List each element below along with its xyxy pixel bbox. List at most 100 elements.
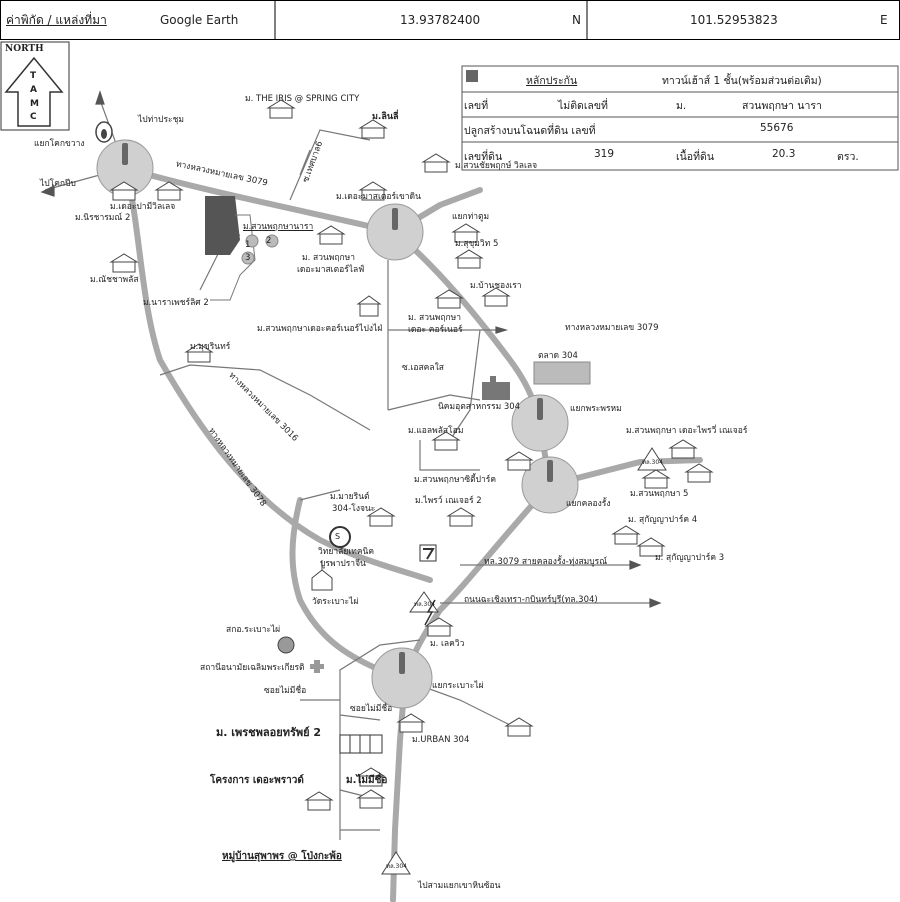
marker-3-icon [241,251,255,265]
label-wat: วัดระเบาะไผ่ [312,597,359,607]
label-suan-master-a: ม. สวนพฤกษา [302,253,356,263]
label-jct-khokkhwang: แยกโคกขวาง [34,139,85,149]
label-sukhumvit5: ม.สุขุมวิท 5 [455,239,499,249]
house-icon [304,791,334,811]
house-icon [366,507,396,527]
info-type: ทาวน์เฮ้าส์ 1 ชั้น(พร้อมส่วนต่อเติม) [662,75,822,87]
house-icon [504,717,534,737]
road-maprin [159,364,371,431]
coordinate-header: ค่าพิกัด / แหล่งที่มา Google Earth 13.93… [0,0,900,40]
house-icon [266,99,296,119]
health-cross-icon [310,660,324,673]
gas-station-icon [95,121,113,143]
header-lon-dir: E [880,13,888,27]
info-village-prefix: ม. [676,100,687,112]
house-icon [396,713,426,733]
label-suan-city: ม.สวนพฤกษาซิตี้ปาร์ค [414,475,497,485]
label-market304: ตลาด 304 [538,351,578,361]
seven-eleven-icon [419,544,437,562]
label-m-phet: ม. เพรชพลอยทรัพย์ 2 [216,726,322,739]
road-iris [289,129,371,201]
arrow-tl3079-icon [629,560,642,570]
label-sign-304-b: ทล.304 [642,459,663,466]
label-health: สถานีอนามัยเฉลิมพระเกียรติ [200,663,305,673]
arrows [40,90,662,608]
header-lat: 13.93782400 [400,13,481,27]
label-sign-304-c: ทล.304 [386,863,407,870]
arrow-to-khokpip-icon [40,185,55,197]
label-s-logo: S [335,532,341,541]
header-lon: 101.52953823 [690,13,778,27]
north-word: NORTH [5,44,44,54]
label-soi-noname1: ซอยไม่มีชื่อ [264,686,307,696]
junction-rabao [371,647,433,709]
info-no-label: เลขที่ [464,100,489,112]
label-m-mayrin-b: 304-โงจนะ [332,504,376,514]
info-village-value: สวนพฤกษา นารา [742,100,822,112]
label-jct-khlong: แยกคลองรั้ง [566,499,611,509]
label-nikom304: นิคมอุตสาหกรรม 304 [438,402,521,412]
collateral-info-box: หลักประกัน ทาวน์เฮ้าส์ 1 ชั้น(พร้อมส่วนต… [462,64,900,174]
traffic-lights [122,143,553,674]
info-no-value: ไม่ติดเลขที่ [558,100,608,112]
junction-phrap [511,394,569,452]
house-icon [421,153,451,173]
house-icon [356,295,382,317]
label-sukunya4: ม. สุกัญญาปาร์ค 4 [628,515,698,525]
house-icon [434,289,464,309]
road-rabao-local [339,639,421,840]
label-route3079-mid: ทางหลวงหมายเลข 3079 [565,323,659,333]
subject-plot [205,196,279,301]
railway-icon [424,599,436,626]
label-route-chach: ถนนฉะเชิงเทรา-กบินทร์บุรี(ทล.304) [464,595,598,605]
house-icon [684,463,714,483]
label-project-palace: โครงการ เดอะพราวด์ [210,775,304,786]
traffic-light-icon [122,143,128,165]
house-icons [109,99,714,811]
house-icon [641,469,671,489]
house-icon [109,181,139,201]
house-icon [636,537,666,557]
school-icon [277,636,295,654]
label-suan-master-b: เดอะมาสเตอร์ไลฟ์ [297,265,365,275]
label-to-hinson: ไปสามแยกเขาหินซ้อน [418,881,501,891]
label-suan-privilege: ม.สวนพฤกษา เดอะไพรวี่ เณเจอร์ [626,426,748,436]
traffic-light-icon [399,652,405,674]
label-route-tl3079: ทล.3079 สายคลองรั้ง-ทุ่งสมบูรณ์ [484,557,608,567]
road-ess [387,394,481,411]
marker-2-icon [265,234,279,248]
house-icon [356,767,386,787]
road-khlong-east [547,457,703,488]
header-source: Google Earth [160,13,239,27]
house-icon [358,181,388,201]
plot-boundary [210,214,256,301]
s-logo-icon [329,526,351,548]
house-icon [611,525,641,545]
label-suan-cornor-a: ม. สวนพฤกษา [408,313,462,323]
junction-khlong [521,456,579,514]
north-letter-c: C [30,112,37,122]
label-suan-cornerline: ม.สวนพฤกษาเดอะคอร์เนอร์ไปงไฝ่ [257,324,383,334]
house-icon [184,343,214,363]
label-suan-2: ม.สวนชัยพฤกษ์ วิลเลจ [455,161,538,171]
info-box-frame [461,65,899,171]
label-suan5: ม.สวนพฤกษา 5 [630,489,689,499]
label-jct-phrap: แยกพระพรหม [570,404,622,414]
label-m-linlee: ม.ลินลี่ [372,112,399,122]
road-corner-south [449,329,481,441]
road-3079-top [122,165,398,235]
label-m-lakeview: ม. เลควิว [430,639,465,649]
label-m-ale: ม.แอลพลัสโฮม [408,426,464,436]
house-icon [504,451,534,471]
label-sukunya3: ม. สุกัญญาปาร์ค 3 [655,553,725,563]
label-the-iris: ม. THE IRIS @ SPRING CITY [245,94,360,104]
info-area-label: เนื้อที่ดิน [676,151,714,163]
traffic-light-icon [537,398,543,420]
label-school: สกอ.ระเบาะไผ่ [226,625,281,635]
traffic-light-icon [392,208,398,230]
label-dejapamee: ม.เดอะปามีวิลเลจ [110,202,176,212]
info-land-no-label: เลขที่ดิน [464,151,503,163]
house-icon [446,507,476,527]
road-304 [402,482,553,683]
